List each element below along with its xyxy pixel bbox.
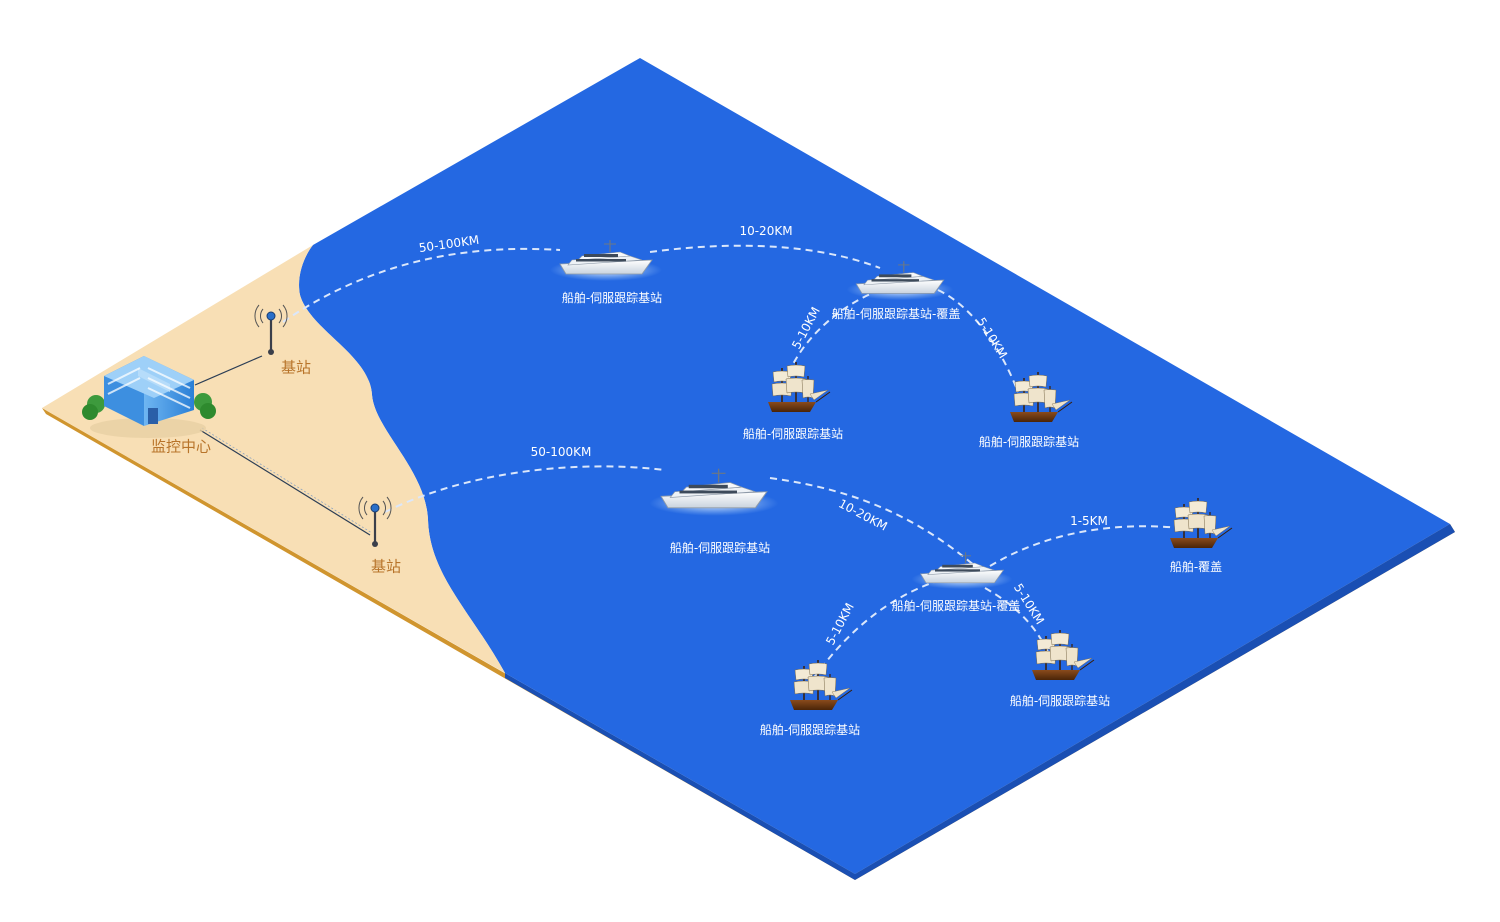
yachtA-label: 船舶-伺服跟踪基站	[561, 291, 663, 305]
wireless-link-arc	[937, 289, 1019, 393]
link-label: 1-5KM	[1070, 514, 1108, 528]
yachtB-label: 船舶-伺服跟踪基站-覆盖	[831, 307, 961, 321]
link-center-station1	[194, 355, 263, 386]
wireless-link-arc	[769, 477, 976, 567]
link-label: 10-20KM	[739, 224, 793, 238]
shipD2-label: 船舶-伺服跟踪基站	[1009, 694, 1111, 708]
wireless-link-arc	[282, 247, 561, 323]
station2-label: 基站	[370, 557, 402, 576]
wireless-link-arc	[989, 525, 1181, 567]
wireless-link-arc	[384, 465, 666, 513]
yachtC-label: 船舶-伺服跟踪基站	[669, 541, 771, 555]
building-icon	[82, 356, 216, 438]
link-center-station2	[199, 429, 371, 536]
shipD3-label: 船舶-伺服跟踪基站	[759, 723, 861, 737]
sand	[42, 245, 505, 673]
station1-label: 基站	[280, 358, 312, 377]
shipB2-label: 船舶-伺服跟踪基站	[978, 435, 1080, 449]
shipD1-label: 船舶-覆盖	[1169, 560, 1223, 574]
wireless-link-arc	[807, 579, 941, 687]
terrain	[42, 58, 1455, 880]
center-node	[82, 356, 216, 438]
sea	[299, 58, 1450, 874]
center-label: 监控中心	[150, 437, 212, 456]
yachtD-label: 船舶-伺服跟踪基站-覆盖	[891, 599, 1021, 613]
link-label: 50-100KM	[530, 445, 592, 459]
wireless-link-arc	[649, 244, 881, 269]
shipB1-label: 船舶-伺服跟踪基站	[742, 427, 844, 441]
land-links	[194, 355, 373, 536]
